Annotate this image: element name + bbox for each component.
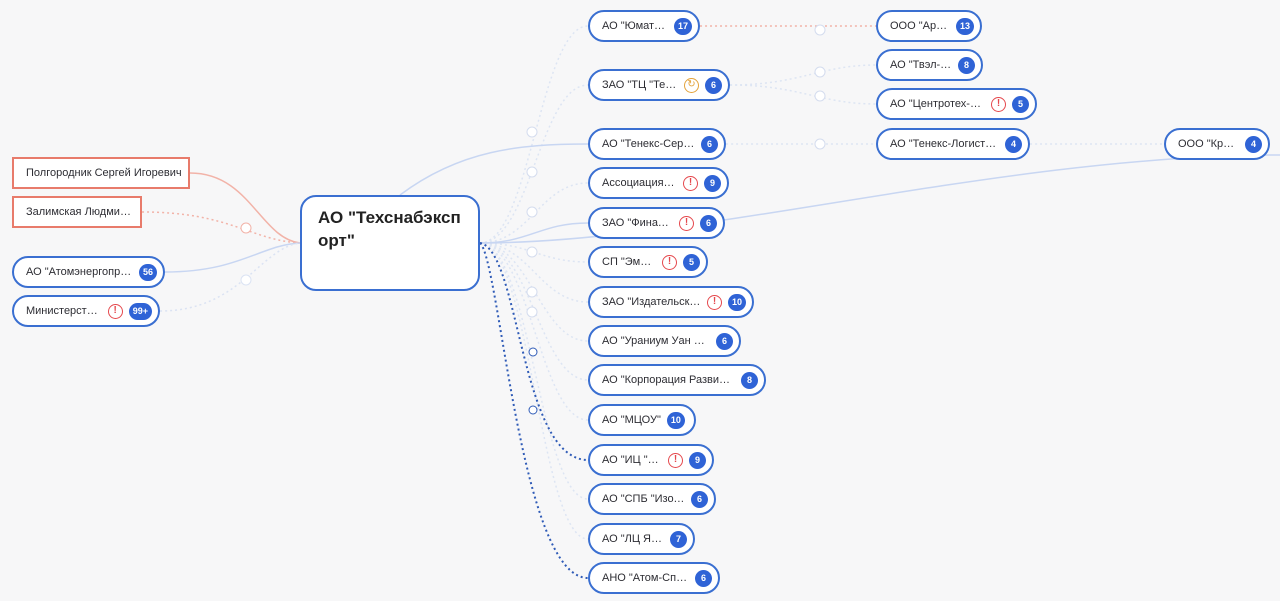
node-label: ЗАО "Издательский...	[602, 296, 701, 308]
node-tvel-kc[interactable]: АО "Твэл-КЦ" 8	[876, 49, 983, 81]
node-label: АО "МЦОУ"	[602, 414, 661, 426]
node-finatheks[interactable]: ЗАО "Финатэкс" ! 6	[588, 207, 725, 239]
node-label: АО "ЛЦ Ятц"	[602, 533, 664, 545]
node-teneks-servis[interactable]: АО "Тенекс-Сервис" 6	[588, 128, 726, 160]
node-person-zalimskaya[interactable]: Залимская Людмила...	[12, 196, 142, 228]
count-badge: 99+	[128, 302, 152, 320]
node-label: ЗАО "ТЦ "Тенекс"	[602, 79, 678, 91]
central-company-node[interactable]: АО "Техснабэкспорт"	[300, 195, 480, 291]
count-badge: 4	[1005, 135, 1022, 153]
node-label: АО "Ураниум Уан Груп"	[602, 335, 710, 347]
count-badge: 5	[1012, 95, 1029, 113]
node-atomenergoprom[interactable]: АО "Атомэнергопром" 56	[12, 256, 165, 288]
count-badge: 5	[683, 253, 700, 271]
node-label: ООО "Краун"	[1178, 138, 1239, 150]
node-label: СП "Эмурал"	[602, 256, 656, 268]
count-badge: 17	[673, 17, 692, 35]
node-label: АНО "Атом-Спорт"	[602, 572, 689, 584]
node-kraun[interactable]: ООО "Краун" 4	[1164, 128, 1270, 160]
count-badge: 8	[958, 56, 975, 74]
warning-icon: !	[668, 452, 683, 468]
node-ic-rgc[interactable]: АО "ИЦ "РГЦ" ! 9	[588, 444, 714, 476]
node-emural[interactable]: СП "Эмурал" ! 5	[588, 246, 708, 278]
node-label: АО "Тенекс-Сервис"	[602, 138, 695, 150]
node-associaciya[interactable]: Ассоциация по... ! 9	[588, 167, 729, 199]
node-yumateks[interactable]: АО "Юматекс" 17	[588, 10, 700, 42]
warning-icon: !	[991, 96, 1006, 112]
count-badge: 4	[1245, 135, 1262, 153]
node-ano-atom-sport[interactable]: АНО "Атом-Спорт" 6	[588, 562, 720, 594]
node-label: Ассоциация по...	[602, 177, 677, 189]
node-person-polgorodnik[interactable]: Полгородник Сергей Игоревич	[12, 157, 190, 189]
node-lc-yatc[interactable]: АО "ЛЦ Ятц" 7	[588, 523, 695, 555]
warning-icon: !	[683, 175, 698, 191]
count-badge: 10	[727, 293, 746, 311]
count-badge: 6	[700, 214, 717, 232]
count-badge: 6	[705, 76, 722, 94]
node-spb-izotop[interactable]: АО "СПБ "Изотоп" 6	[588, 483, 716, 515]
warning-icon: !	[706, 294, 722, 310]
cycle-icon: ↻	[684, 77, 699, 93]
warning-icon: !	[679, 215, 694, 231]
count-badge: 6	[691, 490, 708, 508]
count-badge: 9	[689, 451, 706, 469]
count-badge: 7	[670, 530, 687, 548]
node-label: ООО "Аргон"	[890, 20, 950, 32]
count-badge: 56	[138, 263, 157, 281]
central-company-name: АО "Техснабэкспорт"	[318, 208, 461, 250]
count-badge: 6	[701, 135, 718, 153]
count-badge: 8	[741, 371, 758, 389]
count-badge: 6	[695, 569, 712, 587]
node-label: Залимская Людмила...	[26, 206, 134, 218]
node-label: АО "Тенекс-Логистика"	[890, 138, 999, 150]
node-label: АО "Юматекс"	[602, 20, 668, 32]
node-izdatelskiy[interactable]: ЗАО "Издательский... ! 10	[588, 286, 754, 318]
node-label: АО "Твэл-КЦ"	[890, 59, 952, 71]
count-badge: 10	[666, 411, 685, 429]
node-label: АО "Корпорация Развития...	[602, 374, 735, 386]
node-label: ЗАО "Финатэкс"	[602, 217, 673, 229]
count-badge: 9	[704, 174, 721, 192]
node-label: АО "Атомэнергопром"	[26, 266, 133, 278]
node-label: АО "СПБ "Изотоп"	[602, 493, 685, 505]
node-uranium-one[interactable]: АО "Ураниум Уан Груп" 6	[588, 325, 741, 357]
node-korporaciya[interactable]: АО "Корпорация Развития... 8	[588, 364, 766, 396]
node-ministry[interactable]: Министерство... ! 99+	[12, 295, 160, 327]
node-centrotech-spb[interactable]: АО "Центротех-СПБ" ! 5	[876, 88, 1037, 120]
count-badge: 6	[716, 332, 733, 350]
warning-icon: !	[107, 303, 123, 319]
warning-icon: !	[662, 254, 677, 270]
count-badge: 13	[955, 17, 974, 35]
node-label: АО "Центротех-СПБ"	[890, 98, 985, 110]
node-teneks-logistika[interactable]: АО "Тенекс-Логистика" 4	[876, 128, 1030, 160]
node-argon[interactable]: ООО "Аргон" 13	[876, 10, 982, 42]
node-label: Полгородник Сергей Игоревич	[26, 167, 182, 179]
node-mtsou[interactable]: АО "МЦОУ" 10	[588, 404, 696, 436]
node-label: АО "ИЦ "РГЦ"	[602, 454, 662, 466]
node-label: Министерство...	[26, 305, 102, 317]
node-tc-teneks[interactable]: ЗАО "ТЦ "Тенекс" ↻ 6	[588, 69, 730, 101]
